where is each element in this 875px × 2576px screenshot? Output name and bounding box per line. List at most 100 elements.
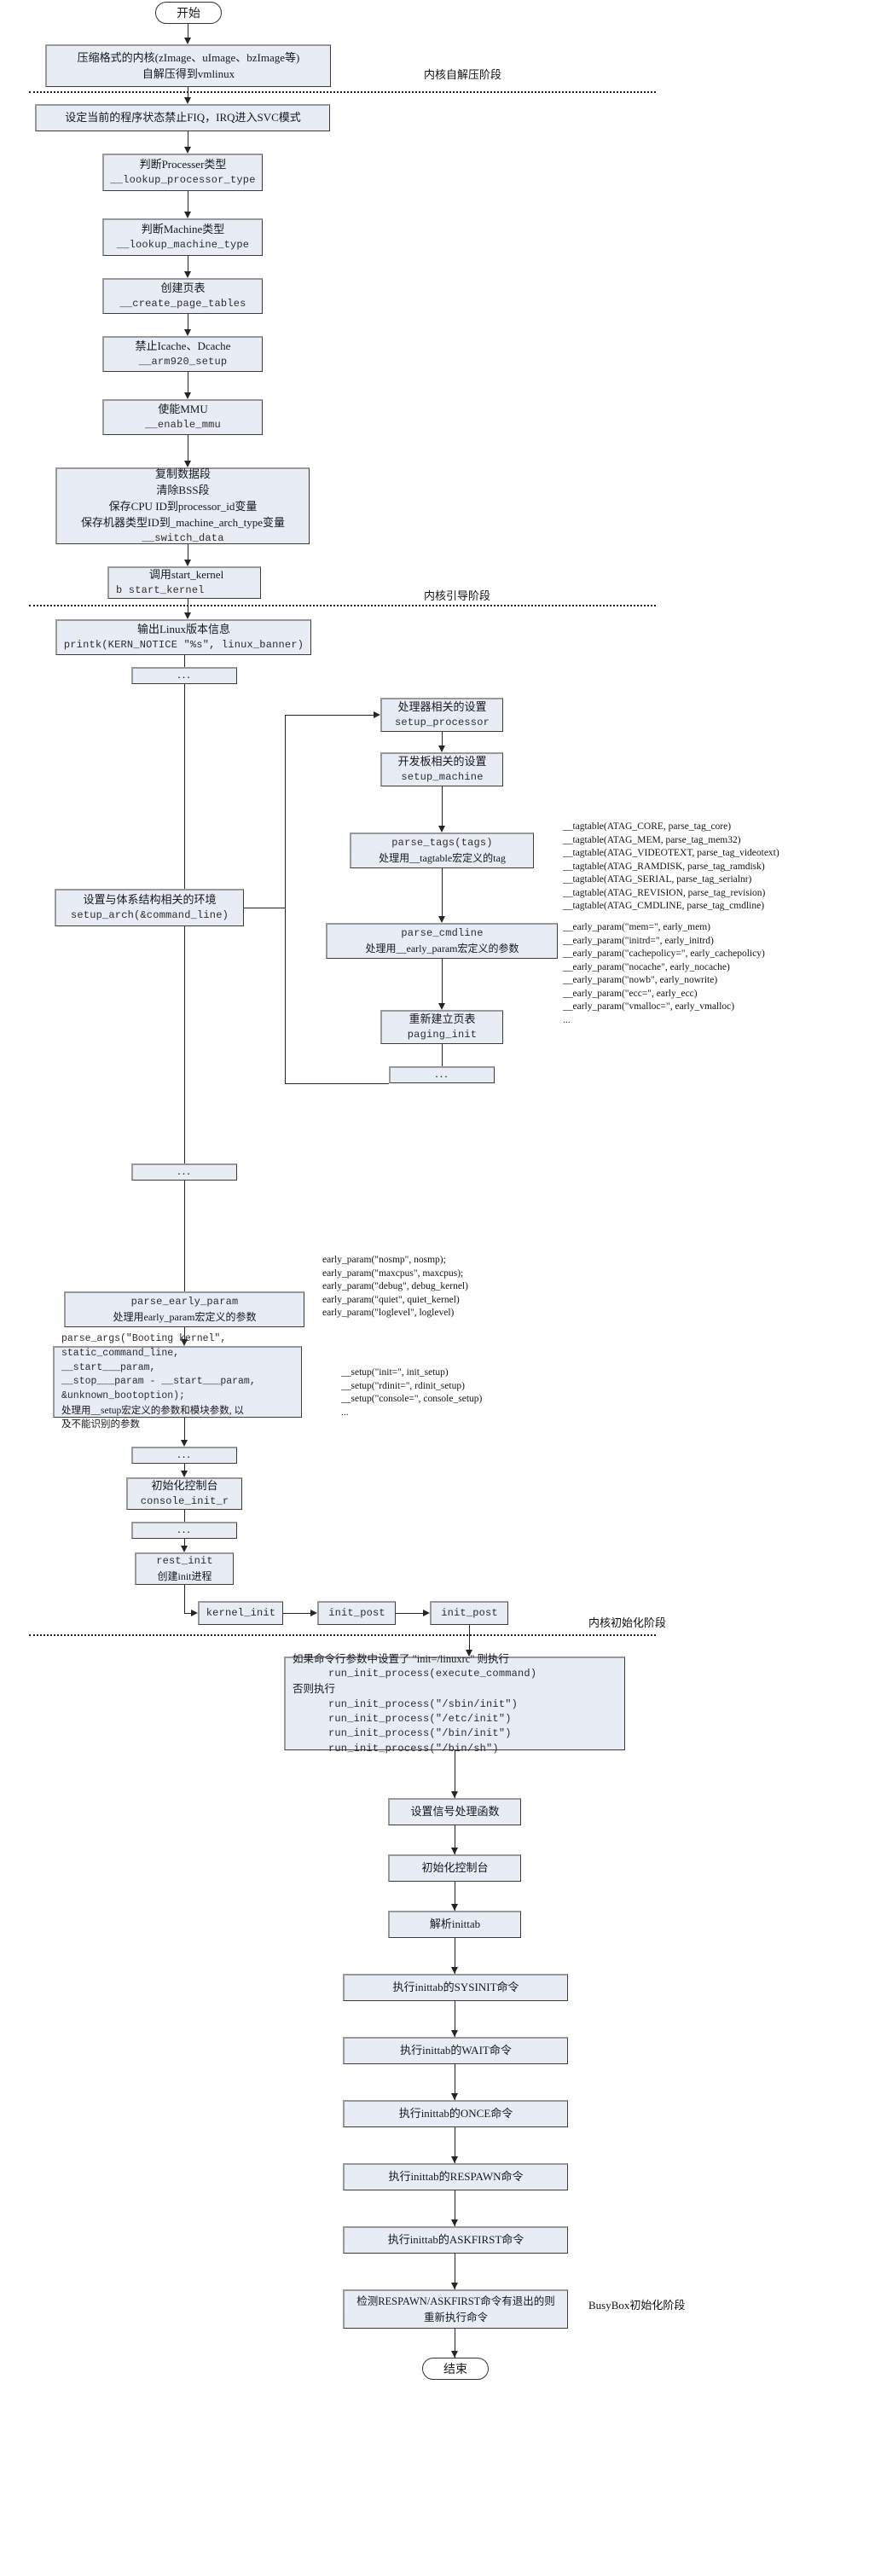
stage-label-decompress: 内核自解压阶段 [424, 68, 502, 81]
node-switch-data-line1: 复制数据段 [154, 467, 211, 481]
node-parse-args-line4: __stop___param - __start___param, [61, 1376, 256, 1388]
node-wait-line1: 执行inittab的WAIT命令 [400, 2044, 512, 2057]
node-dots-2: ... [389, 1066, 495, 1083]
node-run-init-line2: run_init_process(execute_command) [328, 1668, 537, 1680]
node-start: 开始 [155, 2, 222, 24]
node-init-post: init_post [317, 1601, 396, 1625]
node-decompress-line2: 自解压得到vmlinux [142, 67, 235, 80]
node-parse-tags: parse_tags(tags) 处理用__tagtable宏定义的tag [350, 833, 534, 868]
stage-separator-boot [29, 605, 656, 606]
node-parse-args-line2: static_command_line, [61, 1347, 180, 1359]
node-paging-init-line1: 重新建立页表 [409, 1012, 476, 1026]
node-lookup-machine-line1: 判断Machine类型 [141, 223, 225, 236]
node-init-post-label: init_post [328, 1606, 385, 1619]
node-parse-args-line3: __start___param, [61, 1361, 156, 1373]
node-console-init-r-line2: console_init_r [140, 1495, 229, 1508]
node-run-init-line1: 如果命令行参数中设置了 "init=/linuxrc" 则执行 [293, 1652, 510, 1665]
node-parse-cmdline-line1: parse_cmdline [401, 927, 484, 940]
node-parse-early-param-line2: 处理用early_param宏定义的参数 [113, 1310, 257, 1323]
node-parse-cmdline-line2: 处理用__early_param宏定义的参数 [365, 942, 519, 954]
node-once: 执行inittab的ONCE命令 [343, 2100, 568, 2127]
node-enable-mmu-line1: 使能MMU [158, 403, 208, 416]
node-setup-machine-line2: setup_machine [401, 771, 484, 784]
annotation-early-param: __early_param("mem=", early_mem) __early… [563, 921, 765, 1027]
annotation-tagtable: __tagtable(ATAG_CORE, parse_tag_core) __… [563, 821, 779, 914]
annotation-early-param2-0: early_param("nosmp", nosmp); [322, 1255, 446, 1265]
node-rest-init-line2: 创建init进程 [157, 1569, 212, 1582]
annotation-early-param-3: __early_param("nocache", early_nocache) [563, 961, 730, 972]
annotation-setup-3: ... [341, 1407, 349, 1418]
node-run-init-line4: run_init_process("/sbin/init") [328, 1697, 519, 1710]
node-signal-handler: 设置信号处理函数 [388, 1798, 521, 1825]
node-start-kernel-call: 调用start_kernel b start_kernel [107, 566, 261, 599]
annotation-early-param2-1: early_param("maxcpus", maxcpus); [322, 1268, 464, 1279]
node-sysinit: 执行inittab的SYSINIT命令 [343, 1974, 568, 2001]
node-enable-mmu: 使能MMU __enable_mmu [102, 399, 263, 435]
annotation-tagtable-5: __tagtable(ATAG_REVISION, parse_tag_revi… [563, 887, 766, 898]
node-lookup-processor: 判断Processer类型 __lookup_processor_type [102, 154, 263, 191]
node-create-page-tables: 创建页表 __create_page_tables [102, 278, 263, 314]
annotation-early-param-2: __early_param("cachepolicy=", early_cach… [563, 949, 765, 960]
node-setup-processor-line2: setup_processor [394, 717, 490, 729]
node-arm920-setup: 禁止Icache、Dcache __arm920_setup [102, 336, 263, 372]
node-wait: 执行inittab的WAIT命令 [343, 2037, 568, 2064]
node-askfirst: 执行inittab的ASKFIRST命令 [343, 2226, 568, 2254]
annotation-tagtable-0: __tagtable(ATAG_CORE, parse_tag_core) [563, 821, 732, 832]
node-parse-inittab-line1: 解析inittab [429, 1917, 481, 1931]
annotation-early-param2: early_param("nosmp", nosmp); early_param… [322, 1254, 468, 1320]
node-dots-3-label: ... [177, 1165, 192, 1179]
node-kernel-init: kernel_init [198, 1601, 283, 1625]
node-parse-args-line5: &unknown_bootoption); [61, 1390, 185, 1401]
node-run-init: 如果命令行参数中设置了 "init=/linuxrc" 则执行 run_init… [284, 1653, 625, 1755]
annotation-early-param2-3: early_param("quiet", quiet_kernel) [322, 1294, 460, 1305]
node-switch-data-line3: 保存CPU ID到processor_id变量 [108, 499, 258, 513]
annotation-setup-0: __setup("init=", init_setup) [341, 1367, 449, 1378]
node-monitor: 检测RESPAWN/ASKFIRST命令有退出的则 重新执行命令 [343, 2289, 568, 2329]
node-rest-init-line1: rest_init [156, 1555, 213, 1568]
node-start-kernel-call-line2: b start_kernel [116, 584, 205, 597]
node-console-init-r: 初始化控制台 console_init_r [126, 1477, 242, 1510]
node-parse-inittab: 解析inittab [388, 1911, 521, 1938]
node-console-init-bb-line1: 初始化控制台 [421, 1861, 489, 1875]
stage-label-init: 内核初始化阶段 [588, 1616, 667, 1629]
annotation-setup: __setup("init=", init_setup) __setup("rd… [341, 1366, 482, 1419]
node-sysinit-line1: 执行inittab的SYSINIT命令 [392, 1981, 519, 1994]
node-parse-tags-line2: 处理用__tagtable宏定义的tag [379, 851, 506, 864]
annotation-early-param-1: __early_param("initrd=", early_initrd) [563, 935, 714, 946]
node-arm920-setup-line2: __arm920_setup [138, 356, 228, 368]
node-dots-4: ... [131, 1447, 237, 1464]
node-run-init-line5: run_init_process("/etc/init") [328, 1712, 512, 1725]
node-parse-early-param: parse_early_param 处理用early_param宏定义的参数 [64, 1291, 304, 1327]
node-lookup-machine: 判断Machine类型 __lookup_machine_type [102, 218, 263, 256]
node-dots-4-label: ... [177, 1448, 192, 1462]
stage-label-boot: 内核引导阶段 [424, 589, 491, 602]
node-start-label: 开始 [177, 8, 200, 20]
node-setup-arch-line1: 设置与体系结构相关的环境 [83, 893, 217, 907]
node-enable-mmu-line2: __enable_mmu [145, 419, 221, 432]
annotation-early-param-7: ... [563, 1014, 571, 1025]
node-svc-mode-line1: 设定当前的程序状态禁止FIQ，IRQ进入SVC模式 [65, 111, 301, 125]
node-rest-init: rest_init 创建init进程 [135, 1552, 234, 1585]
node-switch-data-line4: 保存机器类型ID到_machine_arch_type变量 [80, 515, 285, 529]
node-signal-handler-line1: 设置信号处理函数 [410, 1805, 500, 1819]
node-setup-processor: 处理器相关的设置 setup_processor [380, 698, 503, 732]
annotation-tagtable-2: __tagtable(ATAG_VIDEOTEXT, parse_tag_vid… [563, 848, 779, 859]
annotation-early-param2-2: early_param("debug", debug_kernel) [322, 1281, 468, 1292]
annotation-tagtable-3: __tagtable(ATAG_RAMDISK, parse_tag_ramdi… [563, 861, 765, 872]
annotation-early-param-4: __early_param("nowb", early_nowrite) [563, 975, 718, 986]
node-dots-5: ... [131, 1522, 237, 1539]
node-dots-3: ... [131, 1163, 237, 1181]
annotation-tagtable-4: __tagtable(ATAG_SERIAL, parse_tag_serial… [563, 874, 752, 885]
node-parse-cmdline: parse_cmdline 处理用__early_param宏定义的参数 [326, 923, 558, 959]
node-kernel-init-label: kernel_init [206, 1606, 276, 1619]
node-setup-machine: 开发板相关的设置 setup_machine [380, 752, 503, 786]
stage-separator-init [29, 1634, 656, 1636]
node-switch-data-line5: __switch_data [142, 531, 224, 544]
node-linux-banner-line1: 输出Linux版本信息 [136, 623, 231, 636]
node-linux-banner-line2: printk(KERN_NOTICE "%s", linux_banner) [63, 639, 304, 652]
node-switch-data: 复制数据段 清除BSS段 保存CPU ID到processor_id变量 保存机… [55, 467, 310, 544]
node-parse-args-line7: 及不能识别的参数 [61, 1419, 140, 1430]
annotation-tagtable-1: __tagtable(ATAG_MEM, parse_tag_mem32) [563, 834, 741, 845]
node-respawn: 执行inittab的RESPAWN命令 [343, 2163, 568, 2190]
node-parse-args: parse_args("Booting kernel", static_comm… [53, 1333, 302, 1430]
